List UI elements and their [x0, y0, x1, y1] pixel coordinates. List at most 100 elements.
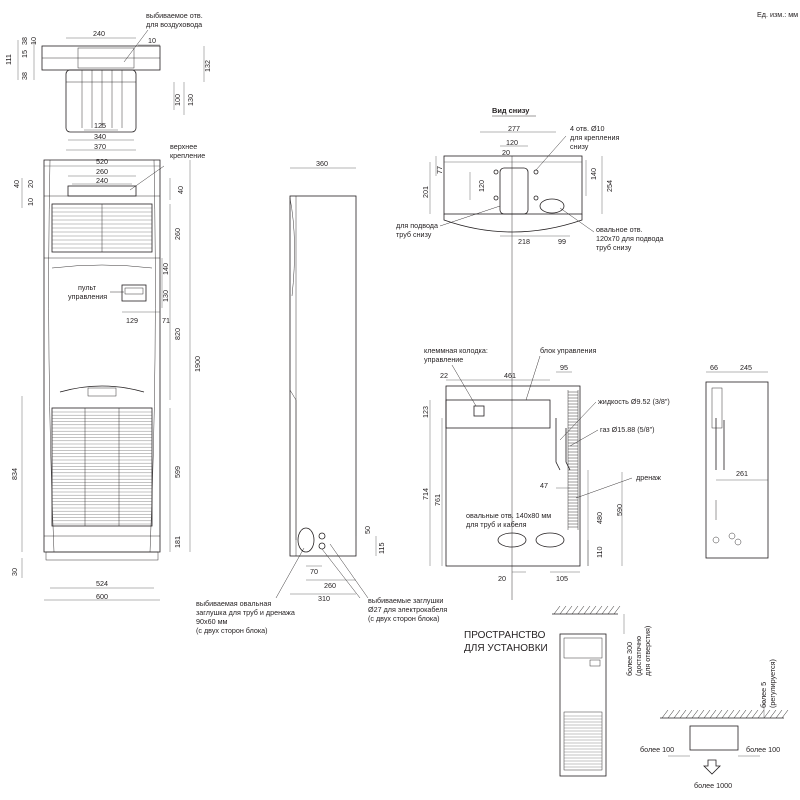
dim-f-260v: 260	[173, 228, 182, 240]
dim-r-480: 480	[595, 512, 604, 524]
label-terminal-1: клеммная колодка:	[424, 346, 488, 355]
dim-b-218: 218	[518, 237, 530, 246]
label-oval-holes-1: овальные отв. 140x80 мм	[466, 511, 551, 520]
dim-f-599: 599	[173, 466, 182, 478]
label-control-box: блок управления	[540, 346, 597, 355]
dim-p-245: 245	[740, 363, 752, 372]
top-view: 240 10 38 15 10 111 38 132 100 130 125 3…	[4, 11, 212, 151]
dim-top-111: 111	[4, 54, 13, 65]
dim-top-10: 10	[148, 36, 156, 45]
arrow-down-icon	[703, 759, 721, 775]
dim-b-277: 277	[508, 124, 520, 133]
label-knockout-oval-3: 90x60 мм	[196, 617, 228, 626]
dim-r-714: 714	[421, 488, 430, 500]
label-oval-hole-3: труб снизу	[596, 243, 632, 252]
dim-s-310: 310	[318, 594, 330, 603]
dim-s-115: 115	[377, 543, 386, 554]
dim-f-820: 820	[173, 328, 182, 340]
label-install-2: ДЛЯ УСТАНОВКИ	[464, 643, 548, 654]
dim-f-524: 524	[96, 579, 108, 588]
label-knockout-duct-1: выбиваемое отв.	[146, 11, 203, 20]
dim-b-77: 77	[435, 166, 444, 174]
dim-b-140: 140	[589, 168, 598, 180]
dim-f-834: 834	[10, 468, 19, 480]
label-knockout-oval-1: выбиваемая овальная	[196, 599, 271, 608]
dim-f-260: 260	[96, 167, 108, 176]
dim-p-261: 261	[736, 469, 748, 478]
label-plugs-3: (с двух сторон блока)	[368, 614, 440, 623]
dim-f-520: 520	[96, 157, 108, 166]
label-over100-left: более 100	[640, 745, 674, 754]
label-over300-3: для отверстия)	[643, 626, 652, 676]
dim-s-70: 70	[310, 567, 318, 576]
label-over1000: более 1000	[694, 781, 732, 790]
dim-f-30: 30	[10, 568, 19, 576]
dim-f-40b: 40	[176, 186, 185, 194]
label-drain: дренаж	[636, 473, 661, 482]
label-plugs-1: выбиваемые заглушки	[368, 596, 443, 605]
side-view: 360 50 115 70 260 310	[275, 159, 386, 603]
dim-r-590: 590	[615, 504, 624, 516]
dim-f-40a: 40	[12, 180, 21, 188]
dim-r-110: 110	[595, 547, 604, 558]
label-plugs-2: Ø27 для электрокабеля	[368, 605, 447, 614]
dim-top-38a: 38	[20, 37, 29, 45]
label-top-mount-1: верхнее	[170, 142, 197, 151]
label-remote-2: управления	[68, 292, 107, 301]
dim-s-360: 360	[316, 159, 328, 168]
label-over5-1: более 5	[759, 682, 768, 708]
dim-f-10: 10	[26, 198, 35, 206]
dim-top-38b: 38	[20, 72, 29, 80]
front-view: 520 260 240 40 20 10 40 260 140 130 129 …	[10, 142, 205, 601]
label-knockout-oval-4: (с двух сторон блока)	[196, 626, 268, 635]
dim-b-120v: 120	[477, 180, 486, 192]
dim-top-15: 15	[20, 50, 29, 58]
dim-p-66: 66	[710, 363, 718, 372]
label-over100-right: более 100	[746, 745, 780, 754]
label-gas: газ Ø15.88 (5/8")	[600, 425, 655, 434]
dim-top-130: 130	[186, 94, 195, 106]
internal-view: 461 22 95 123 714 761 47 480 590 110 20 …	[421, 346, 670, 583]
label-holes4-1: 4 отв. Ø10	[570, 124, 605, 133]
label-over5-2: (регулируется)	[768, 659, 777, 708]
dim-f-71: 71	[162, 316, 170, 325]
label-over300-1: более 300	[625, 642, 634, 676]
install-space: ПРОСТРАНСТВО ДЛЯ УСТАНОВКИ более 300 (до…	[464, 605, 789, 790]
label-liquid: жидкость Ø9.52 (3/8")	[598, 397, 670, 406]
pipe-side-view: 66 245 261	[705, 363, 769, 559]
label-terminal-2: управление	[424, 355, 463, 364]
dim-r-20: 20	[498, 574, 506, 583]
dim-top-132: 132	[203, 60, 212, 72]
dim-r-461: 461	[504, 371, 516, 380]
dim-s-260: 260	[324, 581, 336, 590]
label-holes4-2: для крепления	[570, 133, 619, 142]
dim-f-20: 20	[26, 180, 35, 188]
dim-b-99: 99	[558, 237, 566, 246]
dim-f-140: 140	[161, 263, 170, 275]
label-knockout-oval-2: заглушка для труб и дренажа	[196, 608, 295, 617]
label-pipe-bottom-1: для подвода	[396, 221, 438, 230]
dim-f-181: 181	[173, 536, 182, 548]
bottom-view: Вид снизу 277 120 20 77 201 120 140 254 …	[396, 106, 664, 600]
dim-r-761: 761	[433, 494, 442, 506]
dim-top-370: 370	[94, 142, 106, 151]
dim-b-201: 201	[421, 186, 430, 198]
label-pipe-bottom-2: труб снизу	[396, 230, 432, 239]
dim-f-1900: 1900	[193, 356, 202, 372]
dim-top-340: 340	[94, 132, 106, 141]
dim-f-130: 130	[161, 290, 170, 302]
dim-r-123: 123	[421, 406, 430, 418]
dim-top-125: 125	[94, 121, 106, 130]
label-remote-1: пульт	[78, 283, 97, 292]
label-oval-holes-2: для труб и кабеля	[466, 520, 527, 529]
label-bottom-view: Вид снизу	[492, 106, 530, 115]
dim-r-95: 95	[560, 363, 568, 372]
label-top-mount-2: крепление	[170, 151, 205, 160]
dim-r-105: 105	[556, 574, 568, 583]
label-holes4-3: снизу	[570, 142, 589, 151]
dim-top-100: 100	[173, 94, 182, 106]
dim-top-10b: 10	[29, 37, 38, 45]
label-install-1: ПРОСТРАНСТВО	[464, 630, 546, 641]
dim-r-47: 47	[540, 481, 548, 490]
